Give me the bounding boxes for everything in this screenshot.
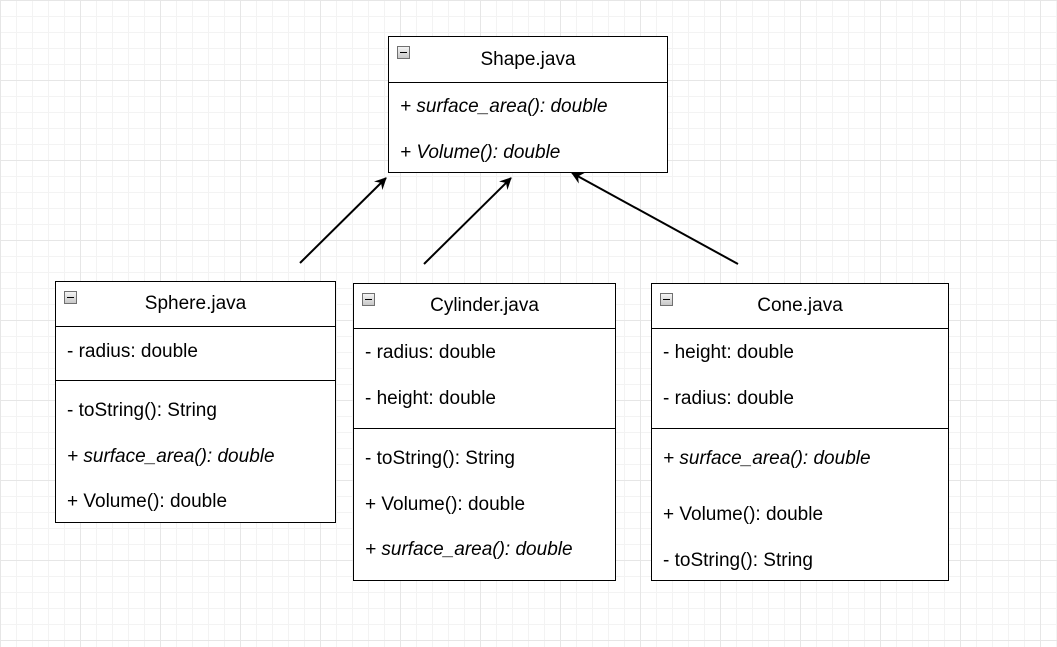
sphere-attributes: - radius: double [56, 327, 335, 381]
sphere-method[interactable]: + surface_area(): double [67, 446, 275, 467]
cone-method[interactable]: - toString(): String [663, 550, 813, 571]
sphere-to-shape-arrow[interactable] [299, 177, 387, 264]
sphere-class-header[interactable]: Sphere.java [56, 282, 335, 327]
cylinder-attribute[interactable]: - height: double [365, 388, 496, 409]
sphere-class[interactable]: Sphere.java - radius: double - toString(… [55, 281, 336, 523]
cylinder-methods: - toString(): String + Volume(): double … [354, 429, 615, 579]
cylinder-class[interactable]: Cylinder.java - radius: double - height:… [353, 283, 616, 581]
cone-method[interactable]: + surface_area(): double [663, 448, 871, 469]
shape-class-header[interactable]: Shape.java [389, 37, 667, 83]
cone-attribute[interactable]: - height: double [663, 342, 794, 363]
cylinder-method[interactable]: + Volume(): double [365, 494, 526, 515]
shape-class[interactable]: Shape.java + surface_area(): double + Vo… [388, 36, 668, 173]
sphere-method[interactable]: - toString(): String [67, 400, 217, 421]
collapse-icon[interactable] [64, 291, 77, 304]
cylinder-class-header[interactable]: Cylinder.java [354, 284, 615, 329]
cone-attribute[interactable]: - radius: double [663, 388, 794, 409]
cylinder-to-shape-arrow[interactable] [423, 177, 512, 265]
cone-to-shape-arrow[interactable] [571, 172, 739, 265]
cone-attributes: - height: double - radius: double [652, 329, 948, 429]
shape-class-title: Shape.java [480, 48, 576, 70]
cylinder-attributes: - radius: double - height: double [354, 329, 615, 429]
cone-method[interactable]: + Volume(): double [663, 504, 824, 525]
collapse-icon[interactable] [362, 293, 375, 306]
cylinder-method[interactable]: - toString(): String [365, 448, 515, 469]
collapse-icon[interactable] [660, 293, 673, 306]
shape-methods: + surface_area(): double + Volume(): dou… [389, 83, 667, 171]
cone-class[interactable]: Cone.java - height: double - radius: dou… [651, 283, 949, 581]
cylinder-attribute[interactable]: - radius: double [365, 342, 496, 363]
cylinder-class-title: Cylinder.java [430, 295, 539, 316]
shape-method[interactable]: + Volume(): double [400, 142, 561, 163]
sphere-methods: - toString(): String + surface_area(): d… [56, 381, 335, 521]
cone-class-title: Cone.java [757, 295, 843, 316]
cone-methods: + surface_area(): double + Volume(): dou… [652, 429, 948, 579]
sphere-attribute[interactable]: - radius: double [67, 341, 198, 362]
sphere-method[interactable]: + Volume(): double [67, 491, 228, 512]
sphere-class-title: Sphere.java [144, 293, 247, 314]
cone-class-header[interactable]: Cone.java [652, 284, 948, 329]
shape-method[interactable]: + surface_area(): double [400, 96, 608, 117]
collapse-icon[interactable] [397, 46, 410, 59]
cylinder-method[interactable]: + surface_area(): double [365, 539, 573, 560]
